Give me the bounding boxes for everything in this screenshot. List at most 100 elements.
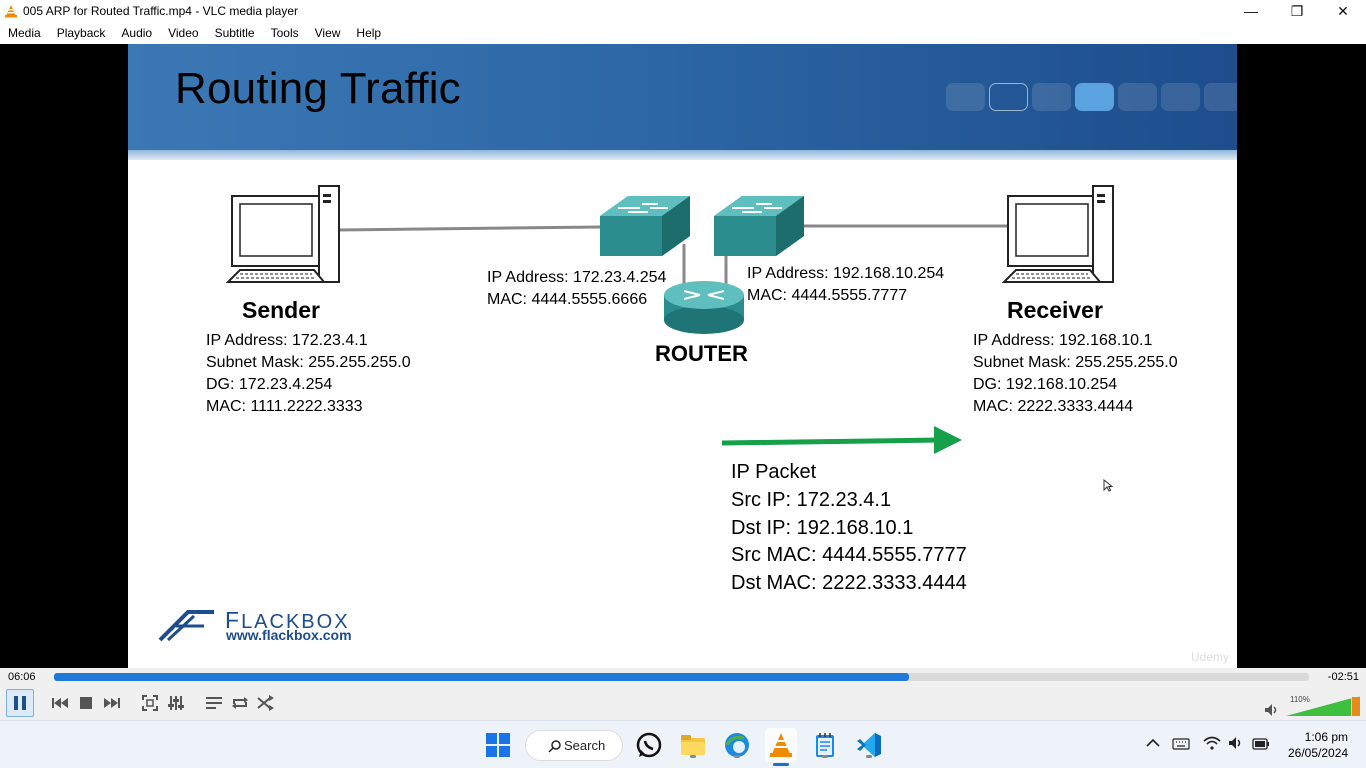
menu-help[interactable]: Help [356, 26, 382, 40]
search-label: Search [564, 738, 606, 753]
shuffle-button[interactable] [254, 691, 278, 715]
receiver-label: Receiver [1007, 297, 1103, 323]
receiver-subnet-mask: Subnet Mask: 255.255.255.0 [973, 354, 1178, 371]
loop-button[interactable] [228, 691, 252, 715]
sender-mac: MAC: 1111.2222.3333 [206, 398, 363, 415]
edge-browser-icon [725, 733, 749, 757]
stop-button[interactable] [74, 691, 98, 715]
video-area[interactable]: Routing Traffic [0, 44, 1366, 668]
folder-icon [681, 735, 705, 755]
taskbar-notepad[interactable] [811, 731, 839, 759]
packet-src-ip: Src IP: 172.23.4.1 [731, 489, 892, 511]
brand-name-rest: LACKBOX [241, 611, 350, 633]
taskbar-whatsapp[interactable] [635, 731, 663, 759]
slide-title: Routing Traffic [175, 64, 461, 113]
fullscreen-icon [142, 695, 158, 711]
restore-button[interactable]: ❐ [1290, 2, 1304, 19]
pager-block [1161, 83, 1200, 111]
title-bar: 005 ARP for Routed Traffic.mp4 - VLC med… [0, 0, 1366, 22]
window-title: 005 ARP for Routed Traffic.mp4 - VLC med… [23, 4, 299, 18]
receiver-default-gateway: DG: 192.168.10.254 [973, 376, 1118, 393]
taskbar-vscode[interactable] [855, 731, 883, 759]
packet-direction-arrow [721, 426, 962, 454]
vscode-icon [857, 733, 881, 757]
stop-icon [80, 697, 92, 709]
menu-playback[interactable]: Playback [56, 26, 106, 40]
pager-block [1204, 83, 1237, 111]
playlist-button[interactable] [202, 691, 226, 715]
wifi-icon[interactable] [1203, 736, 1221, 750]
taskbar-search-box[interactable]: Search [525, 730, 623, 761]
menu-tools[interactable]: Tools [270, 26, 299, 40]
video-frame-slide: Routing Traffic [128, 44, 1237, 668]
pause-icon [14, 696, 26, 710]
player-controls: 06:06 -02:51 110% [0, 668, 1366, 720]
fullscreen-button[interactable] [138, 691, 162, 715]
receiver-computer-icon [1001, 185, 1114, 283]
seek-bar-fill [54, 673, 909, 681]
minimize-button[interactable]: — [1244, 3, 1258, 19]
packet-dst-ip: Dst IP: 192.168.10.1 [731, 517, 914, 539]
close-button[interactable]: ✕ [1337, 2, 1349, 19]
taskbar-vlc[interactable] [765, 728, 797, 766]
header-highlight [128, 150, 1237, 160]
running-indicator [734, 755, 740, 758]
active-app-indicator [773, 763, 789, 766]
network-diagram [225, 185, 1114, 454]
taskbar-file-explorer[interactable] [679, 731, 707, 759]
speaker-icon[interactable] [1228, 736, 1244, 750]
skip-next-icon [104, 698, 120, 708]
sender-computer-icon [225, 185, 340, 283]
search-icon [548, 740, 561, 753]
pager-block [946, 83, 985, 111]
seek-bar[interactable] [54, 673, 1309, 681]
taskbar-edge[interactable] [723, 731, 751, 759]
menu-video[interactable]: Video [168, 26, 199, 40]
sender-label: Sender [242, 297, 320, 323]
menu-bar: Media Playback Audio Video Subtitle Tool… [0, 22, 1366, 44]
brand-name: FLACKBOX [225, 607, 350, 634]
chevron-up-icon[interactable] [1146, 737, 1160, 747]
battery-icon[interactable] [1252, 738, 1270, 750]
packet-src-mac: Src MAC: 4444.5555.7777 [731, 544, 967, 566]
previous-button[interactable] [48, 691, 72, 715]
flackbox-logo-icon [158, 610, 214, 642]
elapsed-time[interactable]: 06:06 [8, 671, 36, 683]
extended-settings-button[interactable] [164, 691, 188, 715]
remaining-time[interactable]: -02:51 [1327, 671, 1359, 683]
vlc-cone-icon [5, 5, 17, 18]
sender-ip: IP Address: 172.23.4.1 [206, 332, 368, 349]
equalizer-icon [168, 696, 184, 710]
left-switch-icon [600, 196, 690, 256]
slide-pager [946, 83, 1237, 111]
router-label: ROUTER [655, 341, 748, 366]
keyboard-icon[interactable] [1172, 738, 1190, 750]
notepad-icon [816, 733, 834, 757]
running-indicator [866, 755, 872, 758]
pause-button[interactable] [6, 689, 34, 717]
pager-block [1032, 83, 1071, 111]
menu-subtitle[interactable]: Subtitle [214, 26, 255, 40]
shuffle-icon [257, 695, 274, 711]
router-right-ip: IP Address: 192.168.10.254 [747, 265, 945, 282]
playlist-icon [206, 697, 222, 709]
clock-date: 26/05/2024 [1288, 746, 1349, 760]
link-sender-switch [337, 225, 601, 232]
volume-icon[interactable] [1264, 703, 1278, 717]
packet-title: IP Packet [731, 461, 817, 483]
next-button[interactable] [100, 691, 124, 715]
sender-default-gateway: DG: 172.23.4.254 [206, 376, 333, 393]
menu-media[interactable]: Media [8, 26, 41, 40]
windows-logo-icon [486, 733, 510, 757]
menu-audio[interactable]: Audio [121, 26, 153, 40]
sender-subnet-mask: Subnet Mask: 255.255.255.0 [206, 354, 411, 371]
menu-view[interactable]: View [314, 26, 341, 40]
volume-slider[interactable] [1286, 696, 1360, 716]
taskbar-clock[interactable]: 1:06 pm 26/05/2024 [1288, 729, 1348, 761]
right-switch-icon [714, 196, 804, 256]
pager-block [989, 83, 1028, 111]
mouse-pointer-icon [1103, 479, 1113, 492]
running-indicator [822, 755, 828, 758]
start-button[interactable] [484, 731, 512, 759]
window-controls: — ❐ ✕ [1228, 0, 1366, 22]
